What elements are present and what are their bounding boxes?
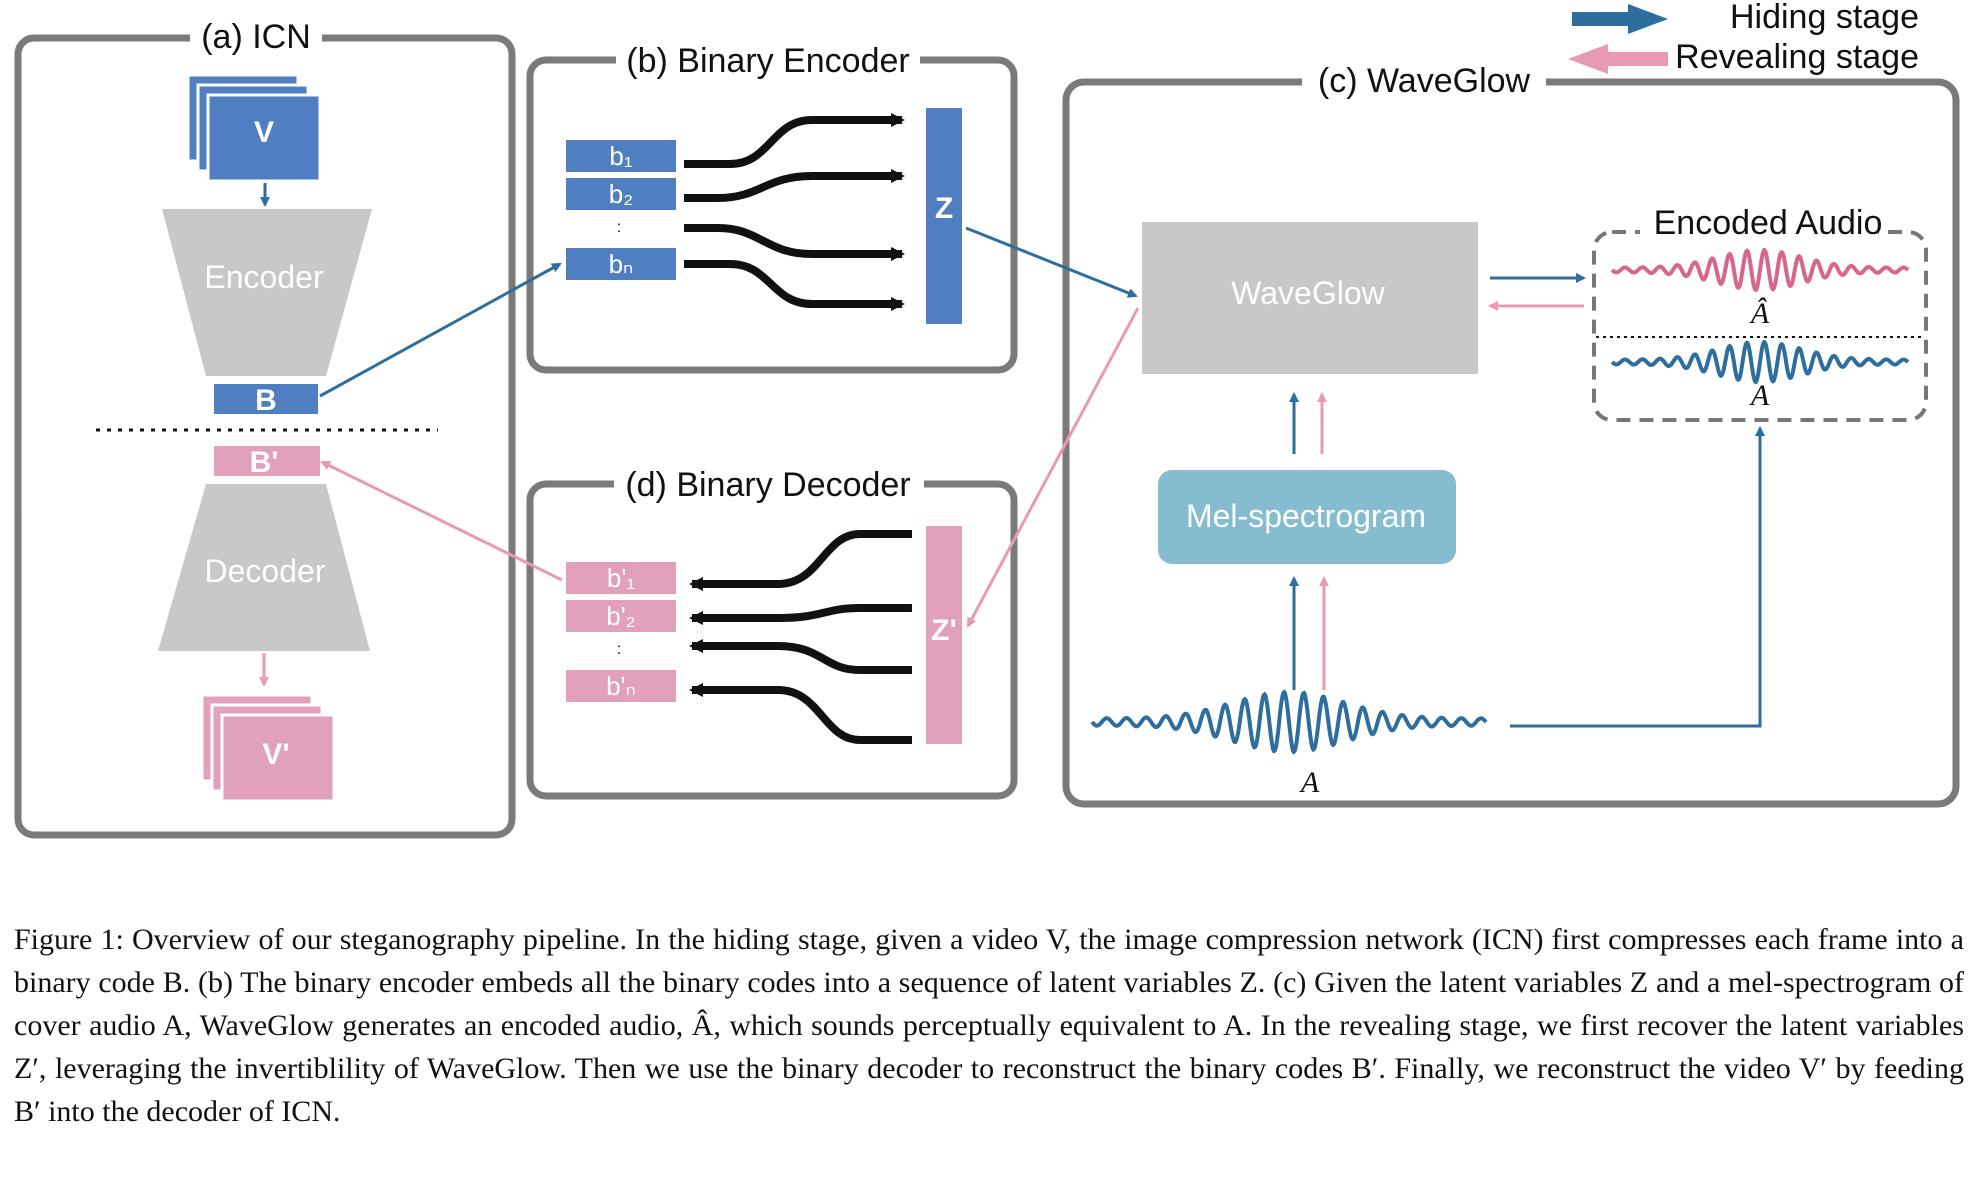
a-label: A [1749, 379, 1770, 412]
b-to-encoder-arrow [319, 262, 562, 398]
v-label: V [254, 116, 274, 149]
b-prime-label: B' [250, 446, 279, 479]
legend: Hiding stage Revealing stage [1568, 0, 1919, 76]
b-label: B [255, 384, 277, 417]
bit-prime-label-1: b'₁ [607, 563, 635, 593]
bit-prime-box-1 [566, 562, 676, 594]
bit-prime-box-2 [566, 600, 676, 632]
b-prime-box [214, 446, 320, 476]
b-code-box [214, 384, 318, 414]
video-frames-v: V [186, 73, 322, 183]
video-frames-v-prime: V' [200, 693, 336, 803]
waveglow-title: (c) WaveGlow [1318, 62, 1531, 100]
a-hat-label: Â [1749, 297, 1770, 330]
bit-box-2 [566, 178, 676, 210]
cover-audio-to-encoded-arrow [1510, 426, 1765, 728]
z-label: Z [935, 192, 953, 225]
revealing-arrow-icon [1568, 44, 1668, 74]
bit-prime-ellipsis: : [617, 641, 621, 658]
pipeline-diagram: Hiding stage Revealing stage (a) ICN V E… [14, 0, 1960, 839]
bit-label-n: bₙ [609, 249, 634, 279]
binary-encoder-panel: (b) Binary Encoder b₁ b₂ : bₙ Z [526, 40, 1018, 374]
cover-audio-waveform [1090, 689, 1488, 755]
z-prime-label: Z' [931, 614, 956, 647]
waveglow-block-label: WaveGlow [1231, 275, 1385, 311]
binary-encoder-title: (b) Binary Encoder [626, 42, 909, 80]
bit-box-n [566, 248, 676, 280]
icn-decoder-block [158, 484, 370, 651]
figure-caption: Figure 1: Overview of our steganography … [14, 923, 1964, 1128]
icn-panel: (a) ICN V Encoder B B' Decoder V' [14, 18, 516, 839]
reference-audio-waveform [1610, 339, 1910, 385]
icn-title: (a) ICN [201, 18, 311, 56]
z-prime-latent-bar [926, 526, 962, 744]
encoder-label: Encoder [204, 259, 324, 295]
bit-label-1: b₁ [609, 141, 632, 171]
z-to-waveglow-arrow [965, 226, 1138, 298]
waveglow-panel: (c) WaveGlow WaveGlow Mel-spectrogram A … [1062, 62, 1960, 808]
bit-prime-label-2: b'₂ [606, 601, 636, 631]
encoder-flow-lines [684, 113, 905, 311]
mel-spectrogram-label: Mel-spectrogram [1186, 498, 1426, 534]
cover-audio-label: A [1299, 766, 1320, 799]
encoded-audio-waveform [1610, 247, 1910, 293]
waveglow-block [1142, 222, 1478, 374]
binary-decoder-panel: (d) Binary Decoder b'₁ b'₂ : b'ₙ Z' [526, 464, 1018, 800]
waveglow-to-z-prime-arrow [966, 307, 1140, 628]
decoder-label: Decoder [205, 553, 326, 589]
binary-decoder-title: (d) Binary Decoder [625, 466, 910, 504]
bit-prime-box-n [566, 670, 676, 702]
bit-label-2: b₂ [609, 179, 634, 209]
decoder-to-b-prime-arrow [320, 460, 563, 582]
v-prime-label: V' [262, 738, 289, 771]
hiding-arrow-icon [1572, 4, 1668, 34]
encoded-audio-title: Encoded Audio [1654, 204, 1883, 242]
legend-revealing-label: Revealing stage [1675, 38, 1919, 76]
icn-encoder-block [162, 209, 372, 376]
mel-spectrogram-box [1158, 470, 1456, 564]
bit-box-1 [566, 140, 676, 172]
z-latent-bar [926, 108, 962, 324]
decoder-flow-lines [689, 530, 912, 744]
cross-panel-arrows [319, 226, 1140, 628]
bit-ellipsis: : [617, 219, 621, 236]
bit-prime-label-n: b'ₙ [606, 671, 636, 701]
legend-hiding-label: Hiding stage [1730, 0, 1919, 36]
